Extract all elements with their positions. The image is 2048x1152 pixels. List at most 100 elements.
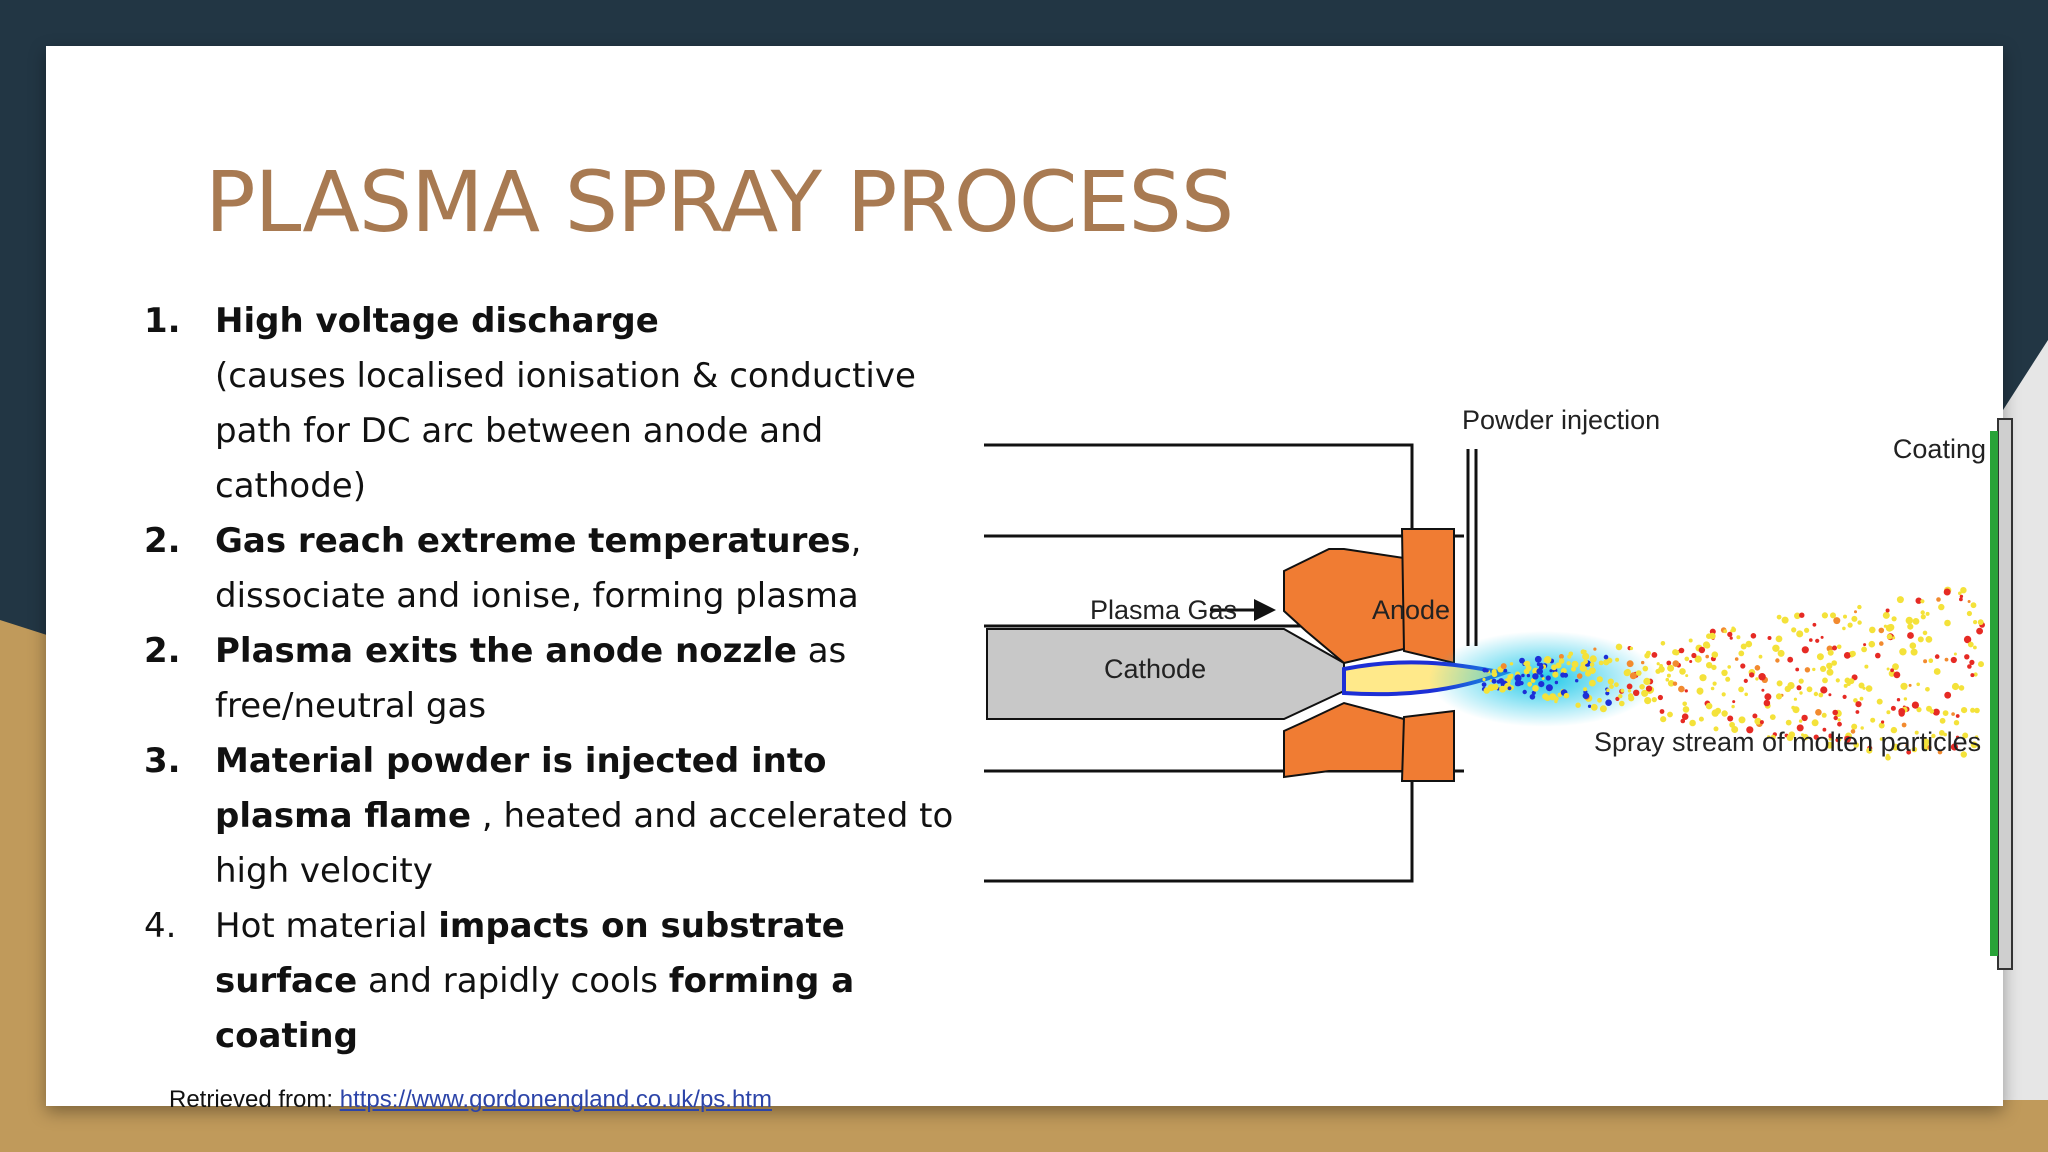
spray-particle <box>1589 662 1595 667</box>
spray-particle <box>1885 755 1891 761</box>
spray-particle <box>1967 600 1971 603</box>
spray-particle <box>1558 654 1564 659</box>
spray-particle <box>1679 668 1686 675</box>
spray-particle <box>1959 594 1964 599</box>
spray-particle <box>1801 714 1808 722</box>
spray-particle <box>1776 680 1783 687</box>
spray-particle <box>1831 660 1837 666</box>
spray-particle <box>1973 672 1978 677</box>
spray-particle <box>1545 675 1551 681</box>
spray-particle <box>1938 730 1945 736</box>
spray-particle <box>1907 623 1914 630</box>
spray-particle <box>1643 677 1651 685</box>
coating-layer <box>1990 431 1998 956</box>
spray-particle <box>1523 661 1529 666</box>
spray-particle <box>1618 694 1623 699</box>
spray-particle <box>1798 719 1803 723</box>
spray-particle <box>1920 614 1926 620</box>
spray-particle <box>1571 660 1579 668</box>
spray-particle <box>1589 679 1596 687</box>
spray-particle <box>1680 718 1686 724</box>
spray-particle <box>1826 741 1834 749</box>
spray-particle <box>1740 663 1746 669</box>
spray-particle <box>1628 695 1635 702</box>
spray-particle <box>1973 620 1978 625</box>
spray-particle <box>1859 696 1864 701</box>
step-text-bold: Material powder is injected into plasma … <box>215 741 827 836</box>
spray-particle <box>1554 699 1558 704</box>
spray-particle <box>1734 657 1739 661</box>
spray-particle <box>1886 710 1891 715</box>
spray-particle <box>1755 677 1759 681</box>
spray-particle <box>1816 653 1824 661</box>
spray-particle <box>1579 664 1587 672</box>
spray-particle <box>1801 646 1809 654</box>
spray-particle <box>1826 662 1833 669</box>
spray-particle <box>1712 681 1717 686</box>
spray-particle <box>1976 744 1980 748</box>
step-text-bold: Gas reach extreme temperatures <box>215 521 851 561</box>
spray-particle <box>1961 707 1968 714</box>
anode-lower-lip <box>1400 709 1455 782</box>
spray-particle <box>1939 717 1946 724</box>
step-text-bold: impacts on substrate surface <box>215 906 845 1001</box>
spray-particle <box>1583 649 1587 654</box>
spray-particle <box>1485 669 1489 673</box>
step-text-regular: Hot material <box>215 906 439 946</box>
spray-particle <box>1899 648 1907 656</box>
spray-particle <box>1713 726 1719 732</box>
spray-particle <box>1818 692 1824 698</box>
spray-particle <box>1891 616 1897 622</box>
spray-particle <box>1710 686 1715 691</box>
spray-particle <box>1931 733 1936 739</box>
spray-particle <box>1749 672 1755 678</box>
spray-particle <box>1763 699 1771 707</box>
spray-particle <box>1828 693 1832 697</box>
spray-particle <box>1672 660 1680 667</box>
spray-particle <box>1830 612 1836 619</box>
spray-particle <box>1738 716 1746 724</box>
spray-particle <box>1977 619 1984 626</box>
spray-particle <box>1667 680 1675 687</box>
spray-particle <box>1682 701 1687 707</box>
spray-particle <box>1855 710 1860 714</box>
spray-particle <box>1727 665 1731 669</box>
step-text-regular: , dissociate and ionise, forming plasma <box>215 521 862 616</box>
spray-particle <box>1842 694 1847 699</box>
spray-particle <box>1958 591 1962 596</box>
spray-particle <box>1519 681 1524 686</box>
spray-particle <box>1907 632 1914 639</box>
spray-particle <box>1936 597 1941 602</box>
spray-particle <box>1526 673 1531 678</box>
spray-particle <box>1699 688 1703 692</box>
step-number: 2. <box>144 521 181 561</box>
spray-particle <box>1775 635 1783 643</box>
spray-particle <box>1607 678 1614 685</box>
spray-particle <box>1821 612 1828 619</box>
spray-particle <box>1813 691 1819 697</box>
spray-particle <box>1492 683 1499 691</box>
spray-particle <box>1519 657 1525 664</box>
spray-particle <box>1864 664 1869 669</box>
spray-particle <box>1821 712 1827 718</box>
process-step: 2.Plasma exits the anode nozzle as free/… <box>144 624 964 734</box>
spray-particle <box>1554 680 1559 685</box>
step-number: 4. <box>144 906 177 946</box>
spray-particle <box>1727 715 1734 722</box>
spray-particle <box>1596 676 1603 683</box>
spray-particle <box>1736 635 1741 640</box>
spray-particle <box>1689 719 1696 727</box>
step-number: 2. <box>144 631 181 671</box>
step-number: 3. <box>144 741 181 781</box>
spray-particle <box>1896 698 1901 702</box>
spray-particle <box>1641 660 1645 665</box>
source-link[interactable]: https://www.gordonengland.co.uk/ps.htm <box>339 1086 772 1113</box>
spray-particle <box>1905 743 1909 747</box>
spray-particle <box>1615 657 1620 662</box>
spray-particle <box>1759 720 1764 725</box>
spray-particle <box>1849 650 1856 657</box>
spray-particle <box>1791 627 1797 633</box>
spray-particle <box>1842 626 1846 631</box>
process-steps-list: 1.High voltage discharge(causes localise… <box>144 294 964 1064</box>
spray-particle <box>1799 612 1805 618</box>
